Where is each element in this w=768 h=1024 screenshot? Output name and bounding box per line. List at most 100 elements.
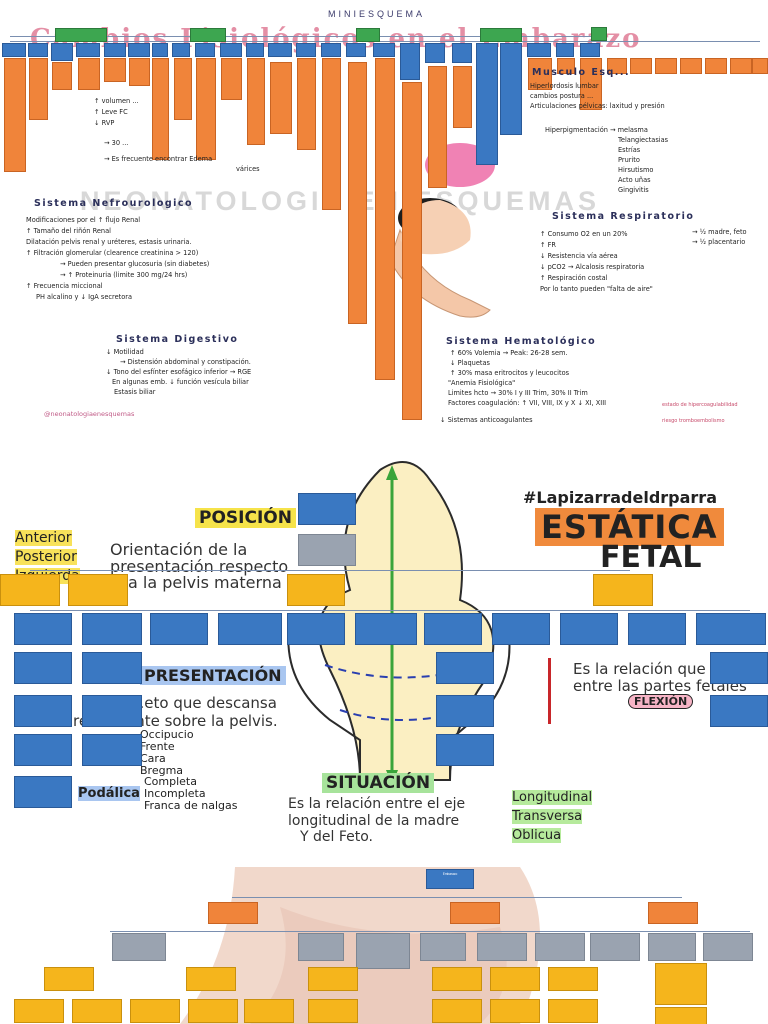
mindmap-node[interactable] bbox=[82, 613, 142, 645]
mindmap-node[interactable] bbox=[655, 963, 707, 1005]
mindmap-node[interactable] bbox=[129, 58, 150, 86]
mindmap-node[interactable] bbox=[287, 613, 345, 645]
mindmap-node[interactable] bbox=[104, 43, 126, 57]
mindmap-node[interactable] bbox=[490, 967, 540, 991]
mindmap-node[interactable] bbox=[172, 43, 190, 57]
mindmap-node[interactable] bbox=[476, 43, 498, 165]
mindmap-node[interactable] bbox=[400, 43, 420, 80]
mindmap-node[interactable] bbox=[452, 43, 472, 63]
mindmap-node[interactable] bbox=[752, 58, 768, 74]
mindmap-node[interactable] bbox=[244, 999, 294, 1023]
mindmap-node[interactable] bbox=[298, 534, 356, 566]
mindmap-node[interactable] bbox=[82, 652, 142, 684]
mindmap-node[interactable] bbox=[296, 43, 316, 57]
mindmap-node[interactable] bbox=[322, 58, 341, 210]
mindmap-node[interactable] bbox=[208, 902, 258, 924]
mindmap-node[interactable] bbox=[500, 43, 522, 135]
mindmap-node[interactable] bbox=[593, 574, 653, 606]
mindmap-node[interactable] bbox=[710, 695, 768, 727]
mindmap-node[interactable] bbox=[655, 1007, 707, 1024]
mindmap-node[interactable] bbox=[548, 967, 598, 991]
mindmap-node[interactable] bbox=[2, 43, 26, 57]
mindmap-node[interactable] bbox=[82, 734, 142, 766]
mindmap-node[interactable] bbox=[51, 43, 73, 61]
mindmap-node[interactable] bbox=[44, 967, 94, 991]
mindmap-node[interactable] bbox=[490, 999, 540, 1023]
mindmap-node[interactable] bbox=[355, 613, 417, 645]
mindmap-node[interactable] bbox=[655, 58, 677, 74]
mindmap-node[interactable] bbox=[710, 652, 768, 684]
mindmap-node[interactable] bbox=[152, 43, 168, 57]
mindmap-node[interactable] bbox=[14, 734, 72, 766]
mindmap-node[interactable] bbox=[298, 493, 356, 525]
mindmap-node[interactable] bbox=[130, 999, 180, 1023]
mindmap-node[interactable] bbox=[14, 613, 72, 645]
mindmap-node[interactable] bbox=[346, 43, 366, 57]
mindmap-node[interactable] bbox=[150, 613, 208, 645]
mindmap-node[interactable] bbox=[28, 43, 48, 57]
mindmap-node[interactable] bbox=[174, 58, 192, 120]
mindmap-node[interactable] bbox=[348, 62, 367, 324]
mindmap-node[interactable] bbox=[425, 43, 445, 63]
mindmap-node[interactable] bbox=[356, 28, 380, 42]
mindmap-node[interactable] bbox=[492, 613, 550, 645]
mindmap-node[interactable] bbox=[112, 933, 166, 961]
mindmap-node[interactable] bbox=[4, 58, 26, 172]
mindmap-node[interactable] bbox=[29, 58, 48, 120]
mindmap-node[interactable] bbox=[703, 933, 753, 961]
mindmap-node[interactable] bbox=[556, 43, 574, 57]
mindmap-node[interactable] bbox=[548, 999, 598, 1023]
mindmap-node[interactable] bbox=[270, 62, 292, 134]
mindmap-node[interactable] bbox=[72, 999, 122, 1023]
mindmap-node[interactable] bbox=[436, 734, 494, 766]
mindmap-node[interactable] bbox=[190, 28, 226, 42]
mindmap-node[interactable] bbox=[420, 933, 466, 961]
mindmap-node[interactable] bbox=[287, 574, 345, 606]
mindmap-node[interactable] bbox=[375, 58, 395, 380]
mindmap-node[interactable] bbox=[436, 695, 494, 727]
mindmap-node[interactable] bbox=[14, 695, 72, 727]
mindmap-node[interactable] bbox=[14, 652, 72, 684]
mindmap-node[interactable] bbox=[424, 613, 482, 645]
mindmap-node[interactable] bbox=[68, 574, 128, 606]
mindmap-node[interactable] bbox=[527, 43, 551, 57]
mindmap-node[interactable] bbox=[560, 613, 618, 645]
mindmap-node[interactable] bbox=[52, 62, 72, 90]
mindmap-node[interactable] bbox=[220, 43, 242, 57]
mindmap-node[interactable] bbox=[591, 27, 607, 41]
mindmap-node[interactable] bbox=[246, 43, 264, 57]
mindmap-node[interactable] bbox=[696, 613, 766, 645]
mindmap-node[interactable] bbox=[590, 933, 640, 961]
mindmap-node[interactable] bbox=[648, 933, 696, 961]
mindmap-node[interactable] bbox=[356, 933, 410, 969]
mindmap-node[interactable] bbox=[0, 574, 60, 606]
mindmap-node[interactable] bbox=[630, 58, 652, 74]
mindmap-node[interactable] bbox=[730, 58, 752, 74]
mindmap-node[interactable] bbox=[535, 933, 585, 961]
mindmap-node[interactable] bbox=[14, 776, 72, 808]
mindmap-node[interactable] bbox=[480, 28, 522, 42]
mindmap-node[interactable] bbox=[221, 58, 242, 100]
mindmap-node[interactable] bbox=[308, 999, 358, 1023]
mindmap-node[interactable] bbox=[82, 695, 142, 727]
mindmap-node[interactable] bbox=[705, 58, 727, 74]
mindmap-node[interactable] bbox=[680, 58, 702, 74]
mindmap-node[interactable] bbox=[321, 43, 341, 57]
mindmap-node[interactable] bbox=[648, 902, 698, 924]
mindmap-node[interactable] bbox=[453, 66, 472, 128]
mindmap-node[interactable] bbox=[195, 43, 215, 57]
mindmap-node[interactable] bbox=[436, 652, 494, 684]
mindmap-node[interactable] bbox=[247, 58, 265, 145]
mindmap-node[interactable] bbox=[186, 967, 236, 991]
mindmap-node[interactable] bbox=[196, 58, 216, 160]
mindmap-node[interactable] bbox=[432, 967, 482, 991]
mindmap-node[interactable] bbox=[308, 967, 358, 991]
mindmap-node[interactable] bbox=[402, 82, 422, 420]
mindmap-node[interactable] bbox=[450, 902, 500, 924]
mindmap-node[interactable] bbox=[218, 613, 282, 645]
mindmap-node[interactable] bbox=[55, 28, 107, 42]
root-node[interactable]: Embarazo bbox=[426, 869, 474, 889]
mindmap-node[interactable] bbox=[298, 933, 344, 961]
mindmap-node[interactable] bbox=[628, 613, 686, 645]
mindmap-node[interactable] bbox=[373, 43, 395, 57]
